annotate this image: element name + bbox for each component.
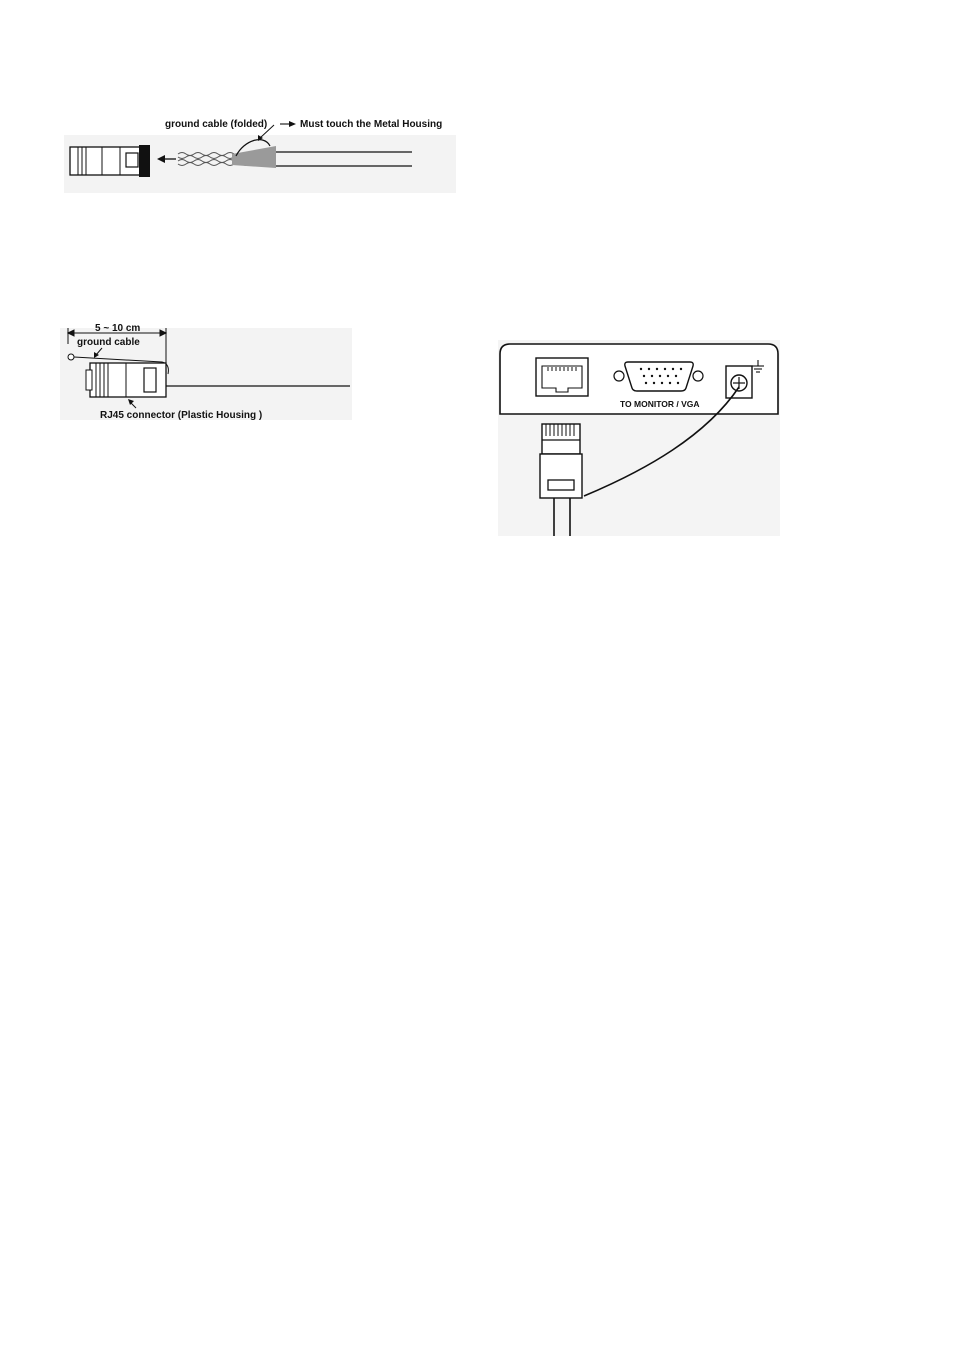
ground-cable-folded-label: ground cable (folded): [165, 119, 267, 130]
ground-screw: [726, 366, 752, 398]
rj45-port: [536, 358, 588, 396]
figure-plastic-housing: 5 ~ 10 cm ground cable RJ45 connector (P…: [60, 318, 352, 423]
ground-cable-label: ground cable: [77, 337, 140, 348]
housing-arrow: [280, 121, 296, 127]
figure-plastic-housing-drawing: 5 ~ 10 cm ground cable RJ45 connector (P…: [60, 318, 352, 423]
figure-metal-housing: ground cable (folded) Must touch the Met…: [64, 110, 464, 195]
length-label: 5 ~ 10 cm: [95, 323, 140, 334]
rj45-plug: [540, 424, 582, 498]
rj45-plastic-connector: [86, 363, 166, 397]
vga-port-label: TO MONITOR / VGA: [620, 399, 700, 409]
figure-device-panel: TO MONITOR / VGA: [496, 340, 782, 540]
ground-terminal: [68, 354, 74, 360]
figure-device-panel-drawing: TO MONITOR / VGA: [496, 340, 782, 540]
rj45-connector-label: RJ45 connector (Plastic Housing ): [100, 410, 262, 421]
figure-metal-housing-drawing: ground cable (folded) Must touch the Met…: [64, 110, 464, 195]
metal-housing-label: Must touch the Metal Housing: [300, 119, 442, 130]
rj45-metal-connector: [70, 145, 150, 177]
